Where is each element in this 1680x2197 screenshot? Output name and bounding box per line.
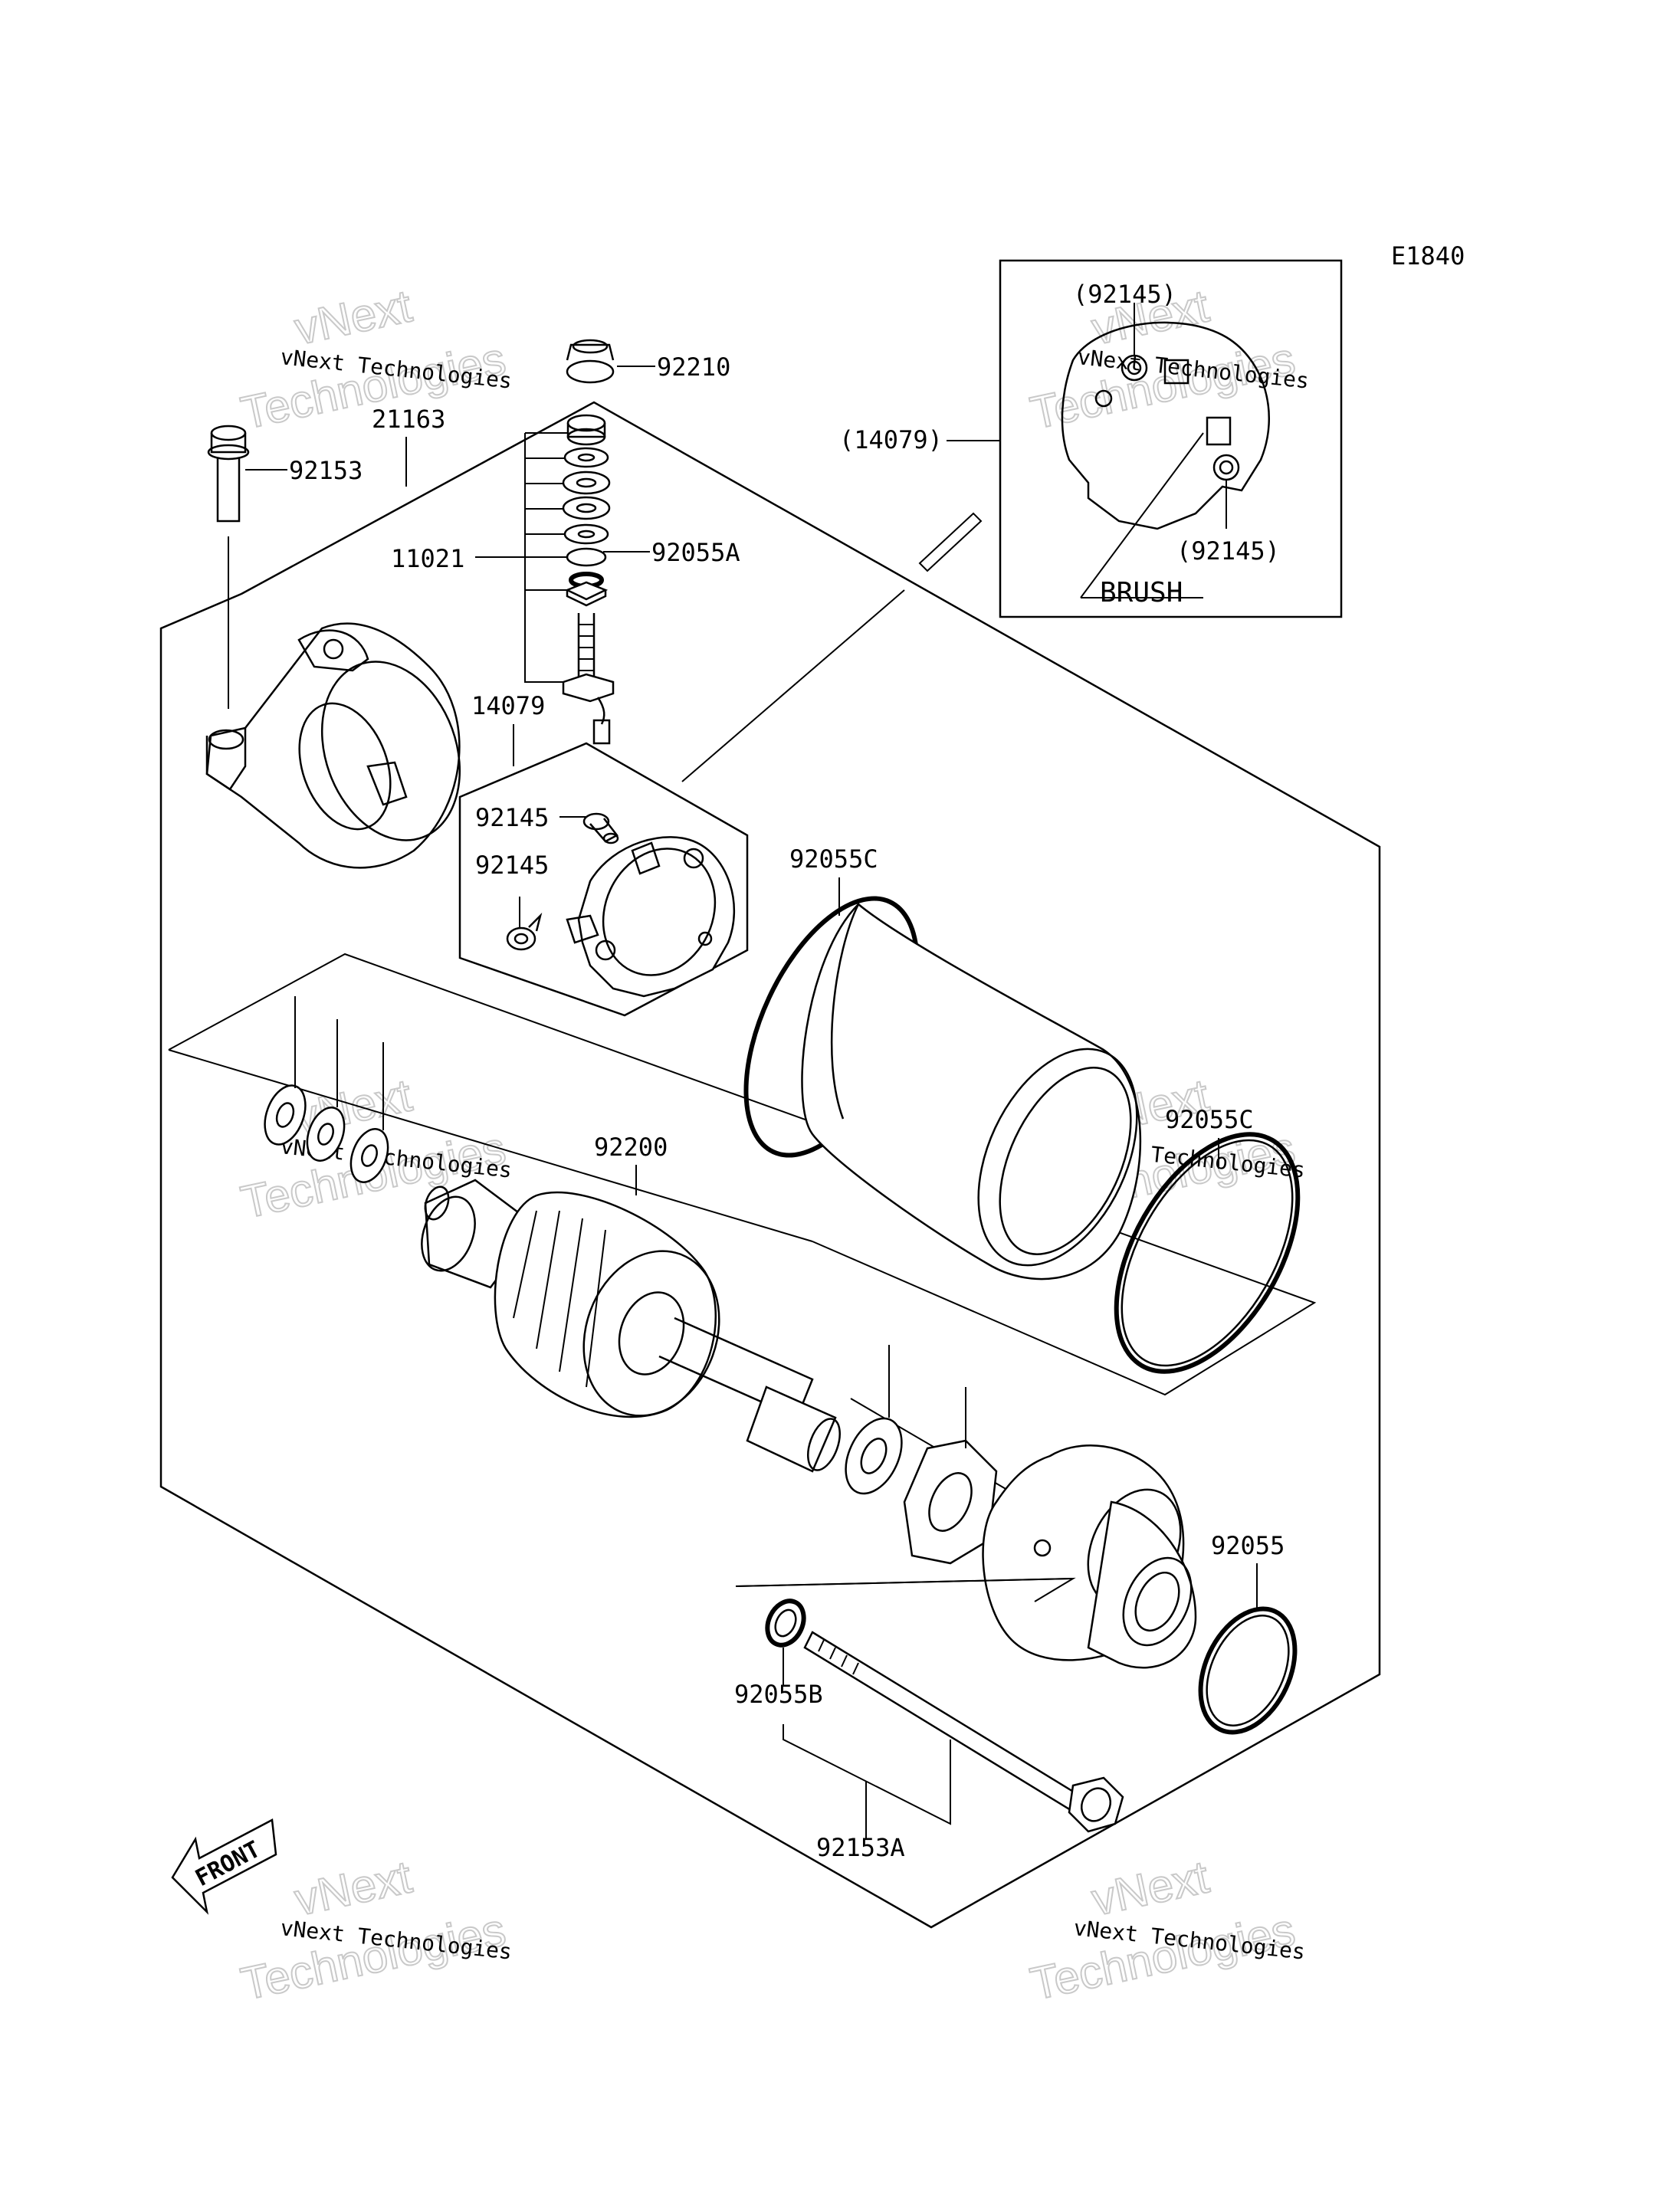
bolt-92153 (207, 425, 250, 523)
long-bolt-92153A (803, 1631, 1124, 1833)
reference-line (681, 589, 905, 782)
washer-right-1 (845, 1417, 903, 1495)
washers-left (264, 1084, 389, 1183)
terminal-stack-11021 (562, 414, 615, 745)
label-92145-a: 92145 (475, 803, 549, 832)
label-92055C-a: 92055C (789, 844, 878, 874)
assembly-outline (159, 401, 1381, 1929)
spring-92145-b (506, 912, 543, 951)
yoke-housing (801, 903, 1142, 1280)
front-arrow-icon: FRONT (171, 1818, 277, 1915)
o-ring-92055C-right (1114, 1132, 1301, 1374)
brush-leader (1080, 432, 1204, 598)
brush-label: BRUSH (1100, 577, 1183, 608)
end-cover-21163 (205, 622, 461, 869)
label-14079: 14079 (471, 691, 545, 720)
o-ring-92055 (1198, 1606, 1298, 1735)
label-92055B: 92055B (734, 1680, 823, 1709)
inset-label-14079: (14079) (839, 425, 943, 454)
armature-group-outline (168, 953, 1317, 1396)
reference-line (918, 512, 983, 572)
inset-label-92145-top: (92145) (1073, 280, 1176, 309)
brush-plate-14079 (566, 836, 735, 998)
brush-inset-frame (999, 259, 1343, 618)
oil-seal-92055B (765, 1599, 806, 1648)
inset-label-92145-bottom: (92145) (1176, 536, 1280, 566)
label-92055C-b: 92055C (1165, 1105, 1254, 1134)
screw-92145-a (582, 812, 619, 844)
brush-plate-inset (1061, 321, 1270, 530)
armature-92200 (421, 1179, 841, 1473)
watermark-big-1: vNext (290, 1851, 416, 1925)
label-92153A: 92153A (816, 1833, 905, 1862)
front-cover (982, 1444, 1197, 1669)
label-92055A: 92055A (651, 538, 740, 567)
bracket-11021 (524, 433, 563, 683)
watermark-bottom-right: vNext Technologies vNext Technologies (1025, 1850, 1307, 2010)
diagram-code: E1840 (1391, 241, 1465, 271)
label-11021: 11021 (391, 544, 464, 573)
armature-group-edge (168, 1049, 813, 1242)
label-21163: 21163 (372, 405, 445, 434)
label-92153: 92153 (289, 456, 363, 485)
label-92210: 92210 (657, 353, 730, 382)
washer-right-2 (903, 1439, 998, 1565)
nut-92210 (566, 339, 615, 384)
brush-holder-box (458, 742, 749, 1017)
reference-line (735, 1578, 1074, 1587)
label-92145-b: 92145 (475, 851, 549, 880)
label-92200: 92200 (594, 1133, 668, 1162)
watermark-bottom-left: vNext Technologies vNext Technologies (236, 1850, 514, 2010)
watermark-big-1: vNext (1088, 1851, 1213, 1925)
watermark-big-1: vNext (290, 280, 416, 354)
label-92055: 92055 (1211, 1531, 1285, 1560)
